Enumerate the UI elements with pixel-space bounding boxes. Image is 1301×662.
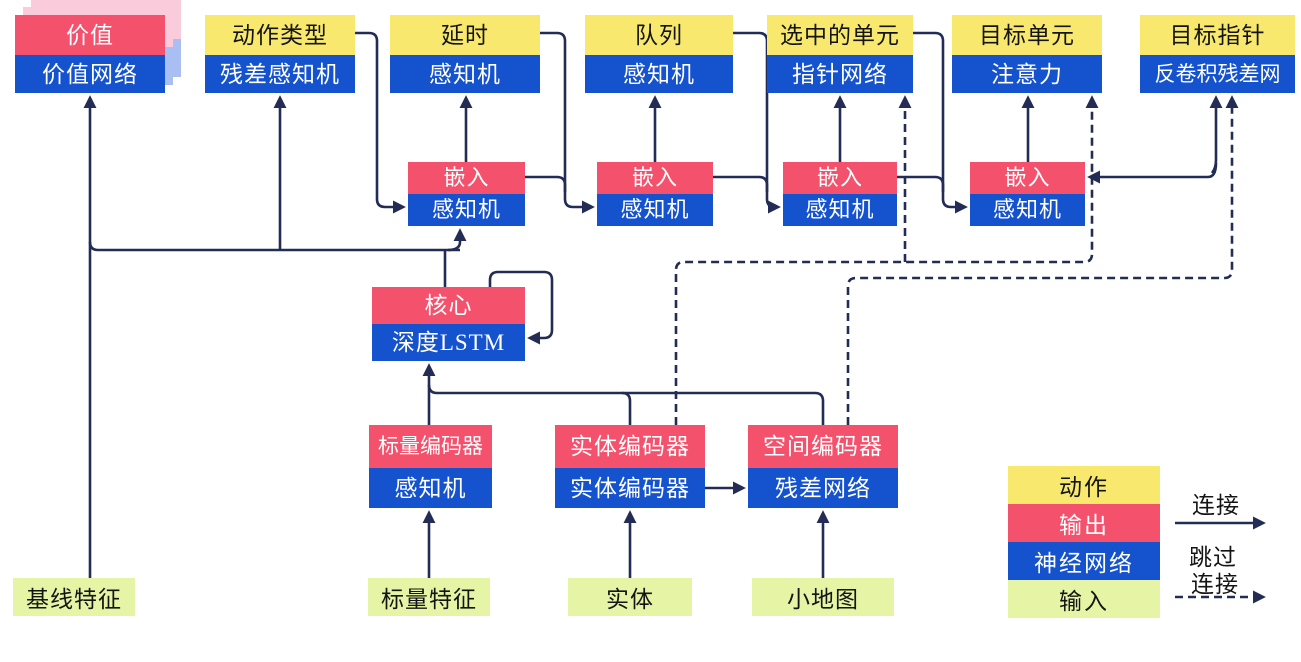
node-entity-encoder: 实体编码器 实体编码器	[555, 425, 705, 508]
node-target-point: 目标指针 反卷积残差网	[1140, 15, 1295, 93]
embed-1-network-label: 感知机	[408, 194, 525, 226]
entity-encoder-label: 实体编码器	[555, 425, 705, 468]
edge-embed1-to-embed2	[525, 175, 567, 192]
target-unit-network-label: 注意力	[952, 55, 1102, 93]
node-delay: 延时 感知机	[390, 15, 540, 93]
edge-core-self-loop	[488, 270, 554, 345]
node-embed-2: 嵌入 感知机	[597, 162, 713, 226]
core-network-label: 深度LSTM	[372, 324, 525, 361]
embed-3-network-label: 感知机	[783, 194, 897, 226]
delay-label: 延时	[390, 15, 540, 55]
edge-selectedunits-to-embed4	[913, 31, 968, 214]
embed-2-network-label: 感知机	[597, 194, 713, 226]
node-scalar-encoder: 标量编码器 感知机	[369, 425, 492, 508]
embed-3-label: 嵌入	[783, 162, 897, 194]
queue-label: 队列	[585, 15, 733, 55]
selected-units-network-label: 指针网络	[767, 55, 913, 93]
spatial-encoder-network-label: 残差网络	[748, 468, 898, 508]
queue-network-label: 感知机	[585, 55, 733, 93]
legend-skip-label-line2: 连接	[1191, 572, 1239, 597]
edge-encoders-merge	[427, 384, 825, 425]
edge-queue-to-embed3	[733, 31, 781, 214]
input-scalar-features: 标量特征	[368, 578, 490, 616]
edge-actiontype-to-embed1	[355, 31, 406, 214]
input-minimap: 小地图	[752, 578, 894, 616]
legend-input: 输入	[1008, 580, 1160, 618]
node-embed-3: 嵌入 感知机	[783, 162, 897, 226]
edge-core-to-embed1	[447, 228, 467, 252]
node-embed-4: 嵌入 感知机	[970, 162, 1085, 226]
node-action-type: 动作类型 残差感知机	[205, 15, 355, 93]
action-type-label: 动作类型	[205, 15, 355, 55]
embed-4-label: 嵌入	[970, 162, 1085, 194]
target-point-network-label: 反卷积残差网	[1140, 55, 1295, 93]
legend-action: 动作	[1008, 466, 1160, 504]
value-output-label: 价值	[15, 15, 165, 55]
embed-1-label: 嵌入	[408, 162, 525, 194]
edge-core-output-horizontal	[88, 241, 460, 252]
legend-network: 神经网络	[1008, 542, 1160, 580]
input-entities: 实体	[568, 578, 692, 616]
edge-delay-to-embed2	[540, 31, 595, 214]
node-target-unit: 目标单元 注意力	[952, 15, 1102, 93]
target-unit-label: 目标单元	[952, 15, 1102, 55]
spatial-encoder-label: 空间编码器	[748, 425, 898, 468]
node-core: 核心 深度LSTM	[372, 287, 525, 361]
node-spatial-encoder: 空间编码器 残差网络	[748, 425, 898, 508]
scalar-encoder-label: 标量编码器	[369, 425, 492, 468]
input-baseline-features: 基线特征	[13, 578, 135, 616]
core-label: 核心	[372, 287, 525, 324]
edge-entityenc-merge	[621, 391, 632, 425]
scalar-encoder-network-label: 感知机	[369, 468, 492, 508]
node-selected-units: 选中的单元 指针网络	[767, 15, 913, 93]
edge-embed2-to-embed3	[713, 175, 769, 192]
edge-embed3-to-embed4	[897, 175, 945, 192]
edge-to-embed4-right	[1087, 162, 1218, 184]
entity-encoder-network-label: 实体编码器	[555, 468, 705, 508]
node-value: 价值 价值网络	[15, 15, 165, 93]
embed-2-label: 嵌入	[597, 162, 713, 194]
legend-connection-label: 连接	[1192, 493, 1240, 518]
legend-color-key: 动作 输出 神经网络 输入	[1008, 466, 1160, 618]
node-embed-1: 嵌入 感知机	[408, 162, 525, 226]
embed-4-network-label: 感知机	[970, 194, 1085, 226]
action-type-network-label: 残差感知机	[205, 55, 355, 93]
selected-units-label: 选中的单元	[767, 15, 913, 55]
edge-to-targetpoint	[1209, 95, 1223, 174]
value-network-label: 价值网络	[15, 55, 165, 93]
skip-entityenc-to-attention	[674, 95, 1099, 425]
legend-skip-label-line1: 跳过	[1189, 545, 1237, 570]
target-point-label: 目标指针	[1140, 15, 1295, 55]
node-queue: 队列 感知机	[585, 15, 733, 93]
delay-network-label: 感知机	[390, 55, 540, 93]
legend-output: 输出	[1008, 504, 1160, 542]
